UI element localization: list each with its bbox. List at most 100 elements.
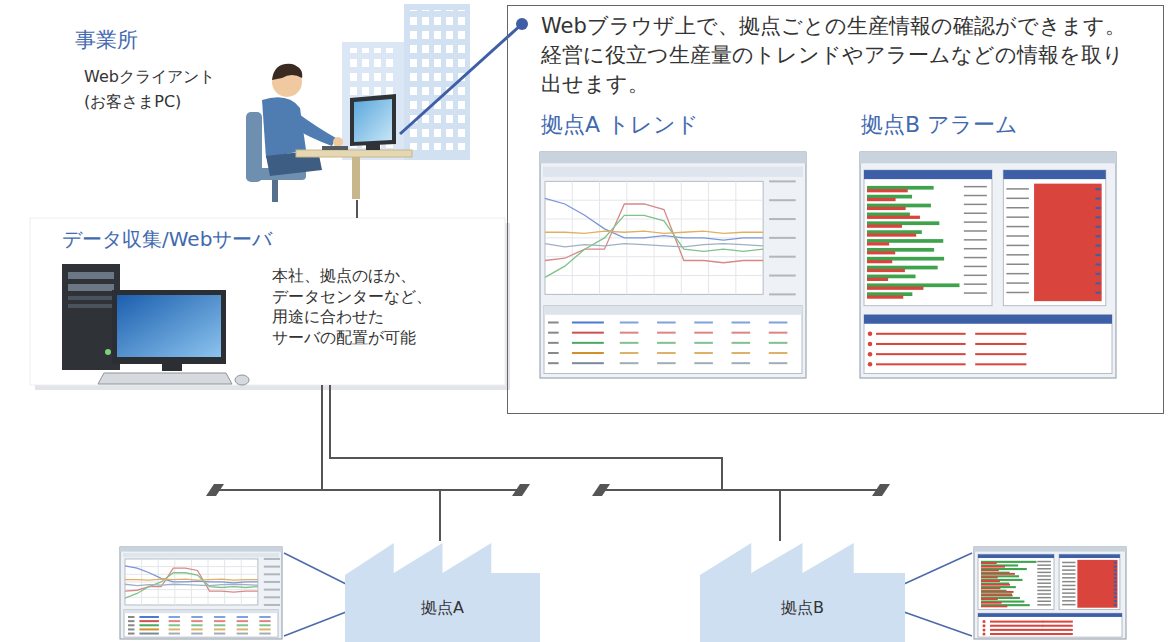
trend-screenshot [540, 152, 806, 163]
screen-title: 拠点B アラーム [861, 110, 1018, 139]
alarm-screenshot [867, 266, 938, 270]
trend-screenshot [264, 573, 280, 575]
alarm-screenshot [1006, 226, 1029, 228]
office-group: 事業所Webクライアント (お客さまPC) [60, 22, 400, 200]
alarm-screenshot [1059, 554, 1120, 558]
network-line [356, 200, 358, 218]
client-label: Webクライアント (お客さまPC) [84, 64, 249, 114]
trend-screenshot [125, 573, 258, 598]
trend-screenshot [259, 628, 270, 630]
trend-screenshot [769, 275, 796, 277]
alarm-screenshot [1062, 589, 1075, 591]
alarm-screenshot [981, 562, 997, 564]
alarm-screenshot [867, 292, 912, 296]
trend-screenshot [214, 633, 225, 635]
alarm-screenshot [868, 352, 873, 357]
alarm-screenshot [964, 186, 987, 188]
factory-outline [345, 535, 540, 642]
alarm-screenshot [867, 257, 944, 261]
trend-screenshot [599, 181, 600, 294]
alarm-screenshot [983, 624, 986, 627]
alarm-screenshot [978, 613, 1122, 637]
alarm-screenshot [867, 230, 922, 234]
alarm-screenshot [974, 547, 1126, 552]
alarm-screenshot [990, 629, 1043, 631]
alarm-screenshot [981, 584, 1010, 586]
trend-screenshot [694, 332, 713, 334]
alarm-screenshot [1096, 207, 1101, 209]
alarm-screenshot [1114, 569, 1117, 571]
trend-screenshot [259, 633, 270, 635]
trend-screenshot [769, 180, 796, 182]
leader-line [284, 553, 346, 584]
trend-screenshot [169, 620, 180, 622]
alarm-screenshot [964, 239, 987, 241]
trend-screenshot [237, 620, 248, 622]
bus-terminator [592, 484, 610, 496]
trend-screenshot [543, 167, 803, 177]
alarm-screenshot [1096, 235, 1101, 237]
trend-screenshot [657, 342, 676, 344]
alarm-screenshot [981, 605, 1007, 607]
alarm-screenshot [1037, 590, 1051, 592]
alarm-screenshot [1037, 601, 1051, 603]
alarm-screenshot [867, 207, 906, 210]
trend-screenshot [128, 616, 134, 618]
alarm-screenshot [876, 343, 966, 345]
alarm-screenshot [876, 363, 966, 365]
trend-screenshot [120, 547, 282, 639]
trend-screenshot [545, 204, 763, 263]
trend-screenshot [620, 362, 639, 364]
trend-screenshot [544, 306, 802, 374]
server-computer [162, 364, 182, 371]
alarm-screenshot [964, 283, 987, 285]
bus-terminator [206, 484, 224, 496]
trend-screenshot [657, 322, 676, 324]
alarm-screenshot [1062, 585, 1075, 587]
trend-screenshot [769, 352, 788, 354]
trend-screenshot [572, 322, 604, 324]
alarm-screenshot [1114, 581, 1117, 583]
alarm-screenshot [1096, 263, 1101, 265]
alarm-screenshot [868, 362, 873, 367]
person-at-pc [352, 157, 360, 199]
alarm-screenshot [981, 587, 1000, 589]
leader-line [400, 24, 522, 134]
alarm-screenshot [981, 591, 1014, 593]
trend-screenshot [264, 566, 280, 568]
person-at-pc [333, 137, 343, 147]
trend-screenshot [735, 181, 736, 294]
factory-outline [700, 535, 905, 642]
alarm-screenshot [1062, 604, 1075, 606]
box-body: 本社、拠点のほか、 データセンターなど、 用途に合わせた サーバの配置が可能 [272, 266, 454, 348]
alarm-screenshot [981, 566, 1005, 568]
alarm-screenshot [867, 189, 908, 192]
alarm-screenshot [1062, 581, 1075, 583]
trend-screenshot [139, 624, 158, 626]
alarm-screenshot [860, 152, 1116, 378]
alarm-screenshot [867, 283, 959, 287]
alarm-screenshot [864, 315, 1112, 374]
office-building [410, 10, 465, 150]
server-box-ground [30, 218, 505, 385]
person-at-pc [322, 146, 348, 150]
alarm-screenshot [867, 251, 895, 254]
alarm-screenshot [1096, 216, 1101, 218]
alarm-screenshot [1062, 577, 1075, 579]
alarm-screenshot [981, 595, 1013, 597]
alarm-screenshot [1062, 592, 1075, 594]
alarm-screenshot [1006, 207, 1029, 209]
trend-screenshot [572, 332, 604, 334]
trend-screenshot [120, 547, 282, 552]
alarm-screenshot [983, 620, 986, 623]
trend-screenshot [769, 199, 796, 201]
trend-screenshot [124, 610, 278, 638]
trend-screenshot [694, 362, 713, 364]
alarm-screenshot [1062, 573, 1075, 575]
trend-screenshot [264, 581, 280, 583]
office-building [404, 4, 470, 160]
alarm-screenshot [867, 295, 903, 298]
trend-screenshot [125, 579, 258, 581]
